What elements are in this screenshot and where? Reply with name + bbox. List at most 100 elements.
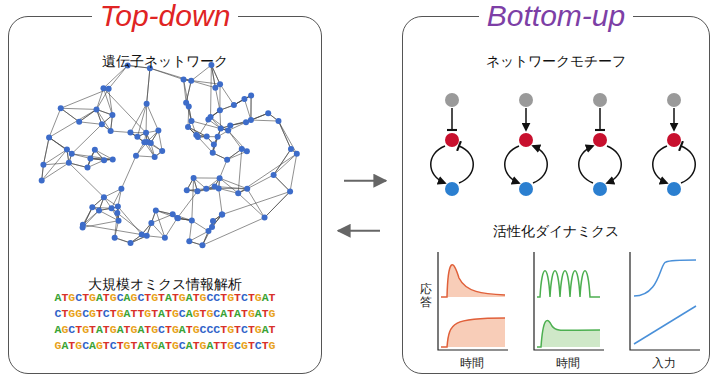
network-link [251,120,279,121]
network-link [156,210,177,218]
network-link [79,122,102,124]
network-link [219,84,220,110]
motif [505,93,548,196]
input-dot [593,93,607,107]
gene-dot [181,77,187,83]
motif-input [599,108,601,130]
gene-dot [189,217,195,223]
gene-dot [208,114,214,120]
gene-dot [153,207,159,213]
network-link [151,214,172,223]
gene-dot [217,107,223,113]
adaptation-curve [441,265,505,297]
gene-dot [231,102,237,108]
network-link [186,81,191,103]
gene-dot [101,194,107,200]
network-link [238,149,242,193]
network-link [278,121,296,154]
gene-dot [216,185,222,191]
network-link [220,178,248,189]
axis-label: 時間 [460,356,484,370]
gene-dot [118,186,124,192]
motif [579,93,622,196]
network-link [61,108,79,122]
gene-dot [185,124,191,130]
dynamics-plots [438,252,700,350]
axis-label: 時間 [556,356,580,370]
motif-input [525,108,527,130]
motif-link [579,146,593,183]
network-link [186,81,191,103]
network-link [194,177,220,178]
panel: Bottom-upネットワークモチーフ活性化ダイナミクス [402,16,710,374]
network-motifs [431,93,696,196]
network-link [97,109,111,131]
gene-dot [100,85,106,91]
gene-dot [64,147,70,153]
gene-dot [170,211,176,217]
gene-dot [89,204,95,210]
network-link [130,104,146,133]
input-dot [519,93,533,107]
gene-dot [211,142,217,148]
network-link [121,156,136,189]
gene-dot [262,215,268,221]
gene-dot [227,122,233,128]
gene-dot [203,186,209,192]
step-curve [441,318,505,347]
gene-dot [141,139,147,145]
gene-dot [127,130,133,136]
gene-dot [209,224,215,230]
curve-fill [441,318,505,347]
gene-dot [144,233,150,239]
network-link [246,113,268,122]
network-link [184,80,189,107]
gene-dot [84,165,90,171]
network-link [220,178,239,193]
gene-dot [96,207,102,213]
network-link [115,213,118,238]
network-link [278,121,291,149]
network-link [274,175,290,192]
network-link [274,149,291,175]
panel-heading: Bottom-up [479,0,633,32]
gene-dot [80,224,86,230]
gene-dot [109,112,115,118]
section-title: 遺伝子ネットワーク [102,53,228,69]
network-link [265,192,291,218]
gene-dot [288,146,294,152]
motif-link [681,146,695,183]
network-link [72,124,102,154]
gene-b-dot [593,182,607,196]
axis-label: 応答 [420,283,432,309]
network-link [189,220,192,241]
network-link [43,137,49,164]
plot-axis [630,252,700,350]
gene-dot [219,212,225,218]
gene-dot [69,151,75,157]
network-link [43,137,49,164]
gene-dot [265,110,271,116]
gene-dot [128,240,134,246]
dna-sequence: ATGCTGATGCAGCTGTATGATGCCTGTCTGAT [55,290,276,305]
gene-dot [212,85,218,91]
gene-dot [139,232,145,238]
dna-sequence: AGCTGTATGATGATGCTGATGCCCTGTCTGAT [55,322,276,337]
gene-dot [287,189,293,195]
network-link [192,121,229,131]
network-link [147,68,150,104]
gene-b-dot [667,182,681,196]
network-link [274,175,290,192]
gene-dot [162,235,168,241]
network-link [228,131,247,152]
damped-curve [537,321,600,347]
gene-dot [87,155,93,161]
gene-dot [218,126,224,132]
network-link [192,178,194,221]
network-link [250,95,251,120]
gene-b-dot [519,182,533,196]
gene-a-dot [667,133,681,147]
network-link [244,99,251,120]
network-link [189,231,208,241]
gene-dot [143,130,149,136]
